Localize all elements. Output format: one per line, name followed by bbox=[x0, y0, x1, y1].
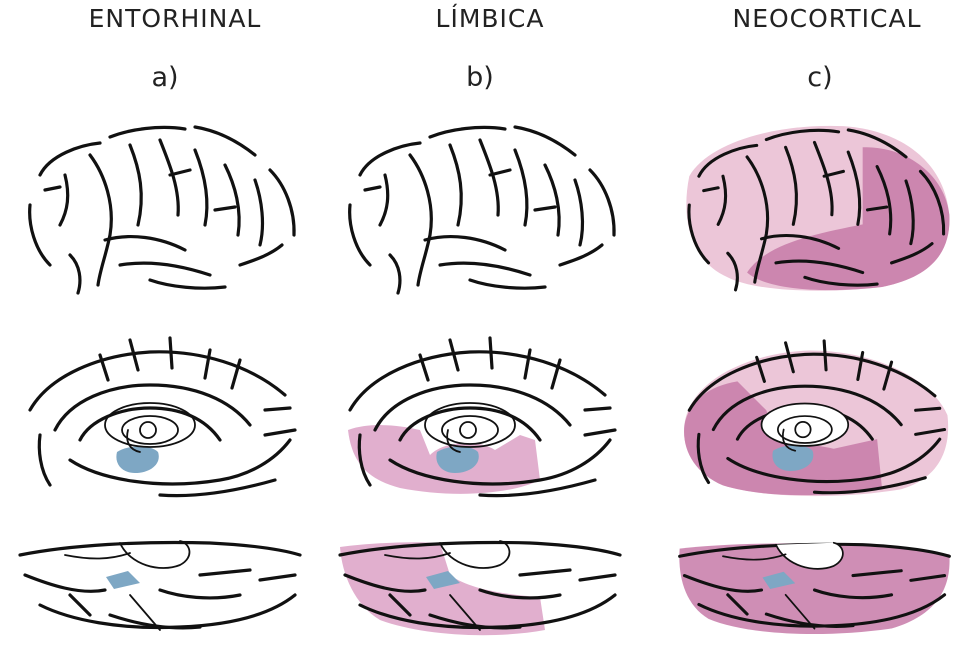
stage-letter-a: a) bbox=[130, 62, 200, 93]
basal-brain-entorhinal bbox=[10, 535, 310, 645]
basal-brain-limbica bbox=[330, 535, 630, 645]
medial-brain-limbica bbox=[330, 330, 630, 505]
lateral-brain-neocortical bbox=[670, 115, 959, 300]
lateral-brain-entorhinal bbox=[10, 115, 310, 300]
stage-letter-c: c) bbox=[785, 62, 855, 93]
entorhinal-region-basal-a bbox=[106, 571, 140, 589]
stage-letter-b: b) bbox=[445, 62, 515, 93]
basal-brain-neocortical bbox=[670, 535, 959, 645]
stage-title-limbica: LÍMBICA bbox=[360, 4, 620, 33]
lateral-brain-limbica bbox=[330, 115, 630, 300]
medial-brain-neocortical bbox=[670, 330, 959, 505]
stage-title-entorhinal: ENTORHINAL bbox=[40, 4, 310, 33]
stage-title-neocortical: NEOCORTICAL bbox=[695, 4, 959, 33]
medial-brain-entorhinal bbox=[10, 330, 310, 505]
entorhinal-region-medial-a bbox=[116, 446, 158, 473]
